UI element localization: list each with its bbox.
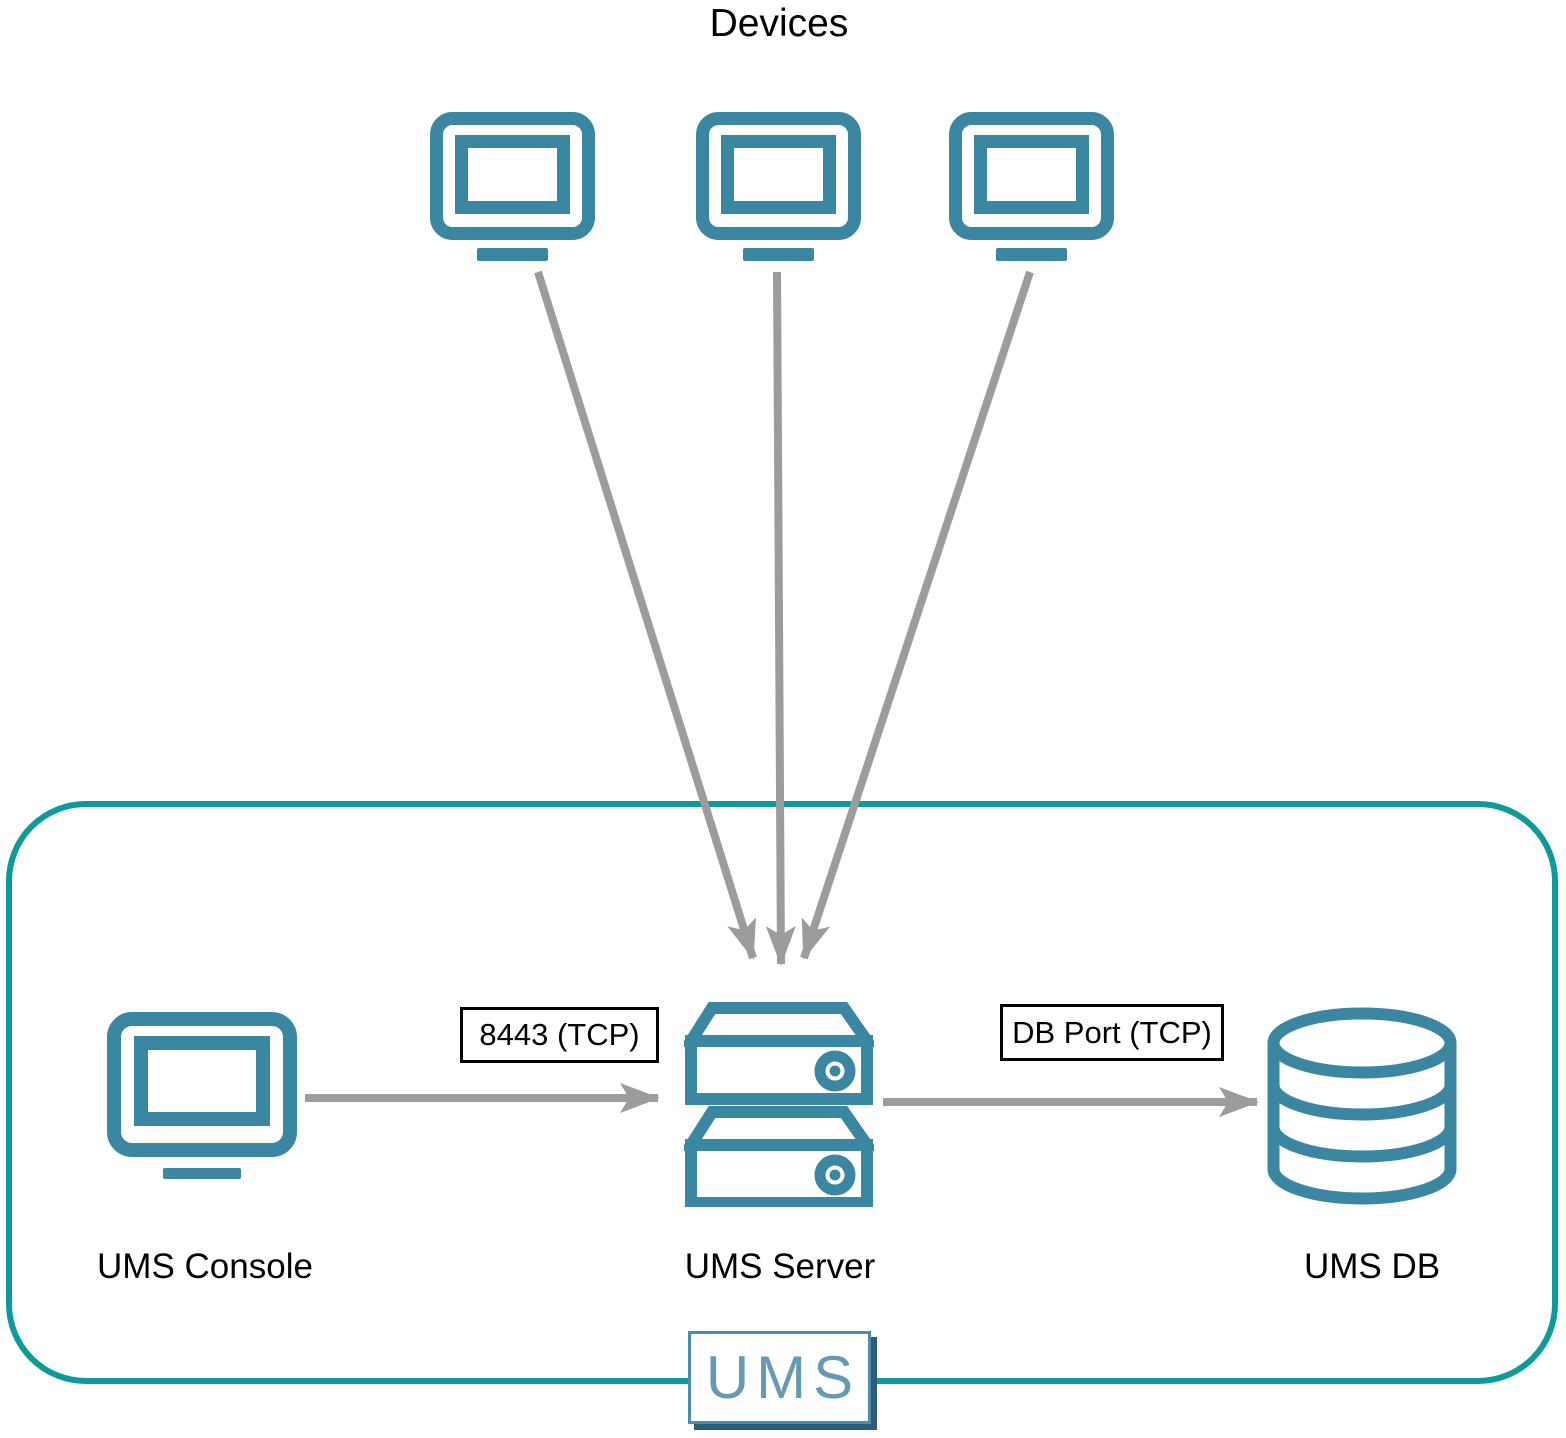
ums-server-rack-icon [684,1002,874,1207]
devices-title: Devices [709,2,849,45]
ums-database-icon [1267,1007,1457,1205]
device-monitor-icon [949,112,1114,261]
ums-console-monitor-icon [107,1012,297,1179]
ums-server-label: UMS Server [684,1247,876,1286]
port-label-console-server-text: 8443 (TCP) [479,1017,640,1052]
device-monitor-icon [430,112,595,261]
port-label-server-db: DB Port (TCP) [1000,1004,1224,1061]
port-label-console-server: 8443 (TCP) [460,1007,659,1063]
device-monitor-icon [696,112,861,261]
ums-console-label: UMS Console [97,1247,313,1286]
port-label-server-db-text: DB Port (TCP) [1012,1014,1212,1050]
ums-logo-box: UMS [688,1331,871,1424]
ums-logo-text: UMS [705,1343,861,1411]
ums-db-label: UMS DB [1303,1247,1441,1286]
